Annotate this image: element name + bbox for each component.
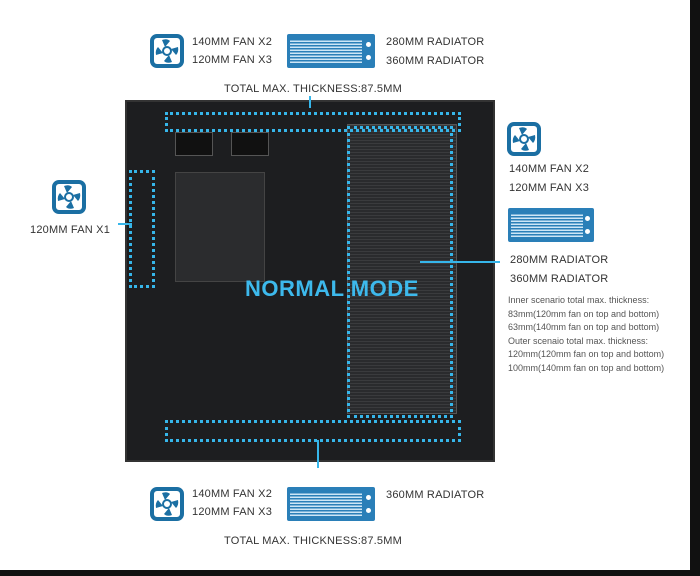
radiator-icon <box>508 208 594 242</box>
radiator-icon <box>287 34 375 68</box>
bottom-fan-label-1: 140MM FAN X2 <box>192 488 273 500</box>
top-radiator-label-2: 360MM RADIATOR <box>386 55 485 67</box>
right-radiator-label-1: 280MM RADIATOR <box>510 254 609 266</box>
top-thickness-label: TOTAL MAX. THICKNESS:87.5MM <box>224 83 402 95</box>
fan-icon <box>507 122 541 156</box>
bottom-mount-zone <box>165 420 461 442</box>
top-mount-zone <box>165 112 461 132</box>
diagram-canvas: 140MM FAN X2 120MM FAN X3 280MM RADIATOR… <box>0 0 690 570</box>
front-mount-zone <box>347 126 453 418</box>
right-fan-label-2: 120MM FAN X3 <box>509 182 590 194</box>
thickness-notes: Inner scenario total max. thickness:83mm… <box>508 295 665 373</box>
fan-icon <box>52 180 86 214</box>
top-fan-label-1: 140MM FAN X2 <box>192 36 273 48</box>
pc-case-image <box>125 100 495 462</box>
fan-icon <box>150 487 184 521</box>
fan-icon <box>150 34 184 68</box>
mode-title: NORMAL MODE <box>245 276 419 301</box>
bottom-fan-label-2: 120MM FAN X3 <box>192 506 273 518</box>
right-radiator-label-2: 360MM RADIATOR <box>510 273 609 285</box>
bottom-thickness-label: TOTAL MAX. THICKNESS:87.5MM <box>224 535 402 547</box>
radiator-icon <box>287 487 375 521</box>
top-radiator-label-1: 280MM RADIATOR <box>386 36 485 48</box>
left-fan-label: 120MM FAN X1 <box>30 224 111 236</box>
bottom-radiator-label: 360MM RADIATOR <box>386 489 485 501</box>
top-fan-label-2: 120MM FAN X3 <box>192 54 273 66</box>
right-fan-label-1: 140MM FAN X2 <box>509 163 590 175</box>
rear-mount-zone <box>129 170 155 288</box>
